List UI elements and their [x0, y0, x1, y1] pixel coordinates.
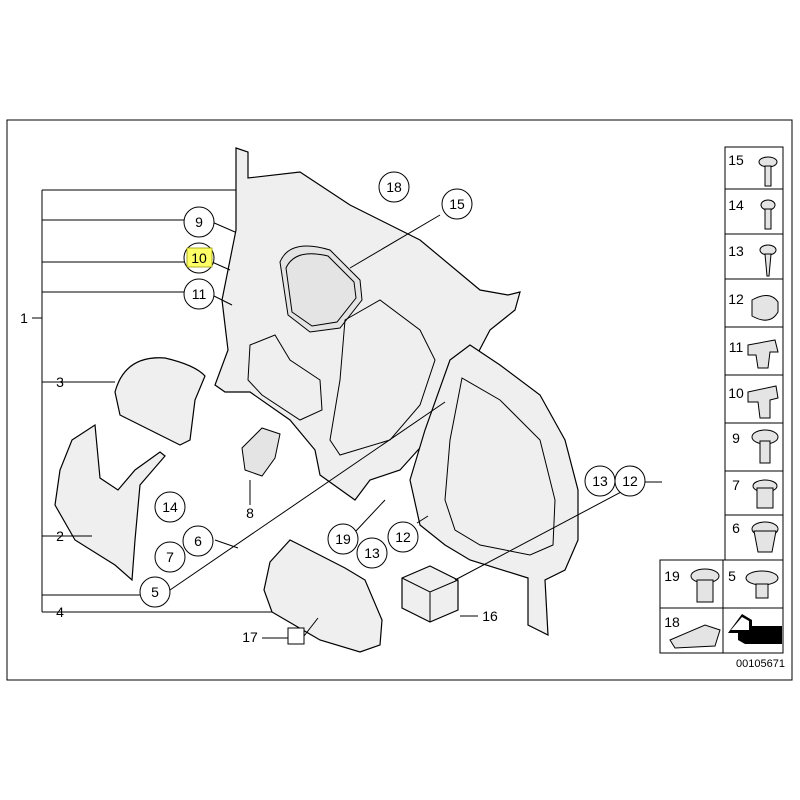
- callout-circles: [139, 171, 646, 608]
- sidebar-item: 19: [664, 568, 680, 584]
- sidebar-item: 6: [732, 520, 740, 536]
- sidebar-item: 5: [728, 568, 736, 584]
- sidebar-parts-panel: [659, 146, 784, 654]
- sidebar-pad-18: [669, 624, 721, 649]
- sidebar-screw-13: [759, 244, 777, 277]
- callout-12a: 12: [395, 529, 411, 545]
- callout-13b: 13: [592, 473, 608, 489]
- leader-lines: [32, 189, 662, 639]
- sidebar-item: 15: [728, 152, 744, 168]
- panel-2: [54, 423, 166, 582]
- sidebar-screw-15: [758, 156, 778, 187]
- callout-19: 19: [335, 531, 351, 547]
- sidebar-rivet-9: [751, 429, 779, 464]
- sidebar-item: 13: [728, 243, 744, 259]
- sidebar-sleeve-7: [752, 479, 778, 509]
- callout-10: 10: [191, 250, 207, 266]
- callout-7: 7: [166, 549, 174, 565]
- sidebar-screw-14: [760, 199, 776, 230]
- callout-1: 1: [20, 310, 28, 326]
- label-17: [287, 627, 305, 645]
- sidebar-plug-12: [751, 295, 779, 321]
- diagram-frame: [6, 119, 793, 681]
- lid-4: [263, 539, 383, 653]
- sidebar-item: 7: [732, 477, 740, 493]
- callout-2: 2: [56, 528, 64, 544]
- sidebar-plug-5: [745, 570, 779, 599]
- arrow-icon: [728, 614, 782, 644]
- sidebar-item: 11: [729, 339, 744, 355]
- callout-16: 16: [482, 608, 498, 624]
- callout-12b: 12: [622, 473, 638, 489]
- sidebar-item: 10: [728, 385, 744, 401]
- callout-8: 8: [246, 505, 254, 521]
- callout-6: 6: [194, 533, 202, 549]
- callout-3: 3: [56, 374, 64, 390]
- callout-9: 9: [195, 214, 203, 230]
- sidebar-plug-19: [690, 568, 720, 603]
- trim-panel-side: [409, 344, 579, 636]
- callout-14: 14: [162, 499, 178, 515]
- callout-15: 15: [449, 196, 465, 212]
- sidebar-item: 12: [728, 291, 744, 307]
- bracket-8: [241, 427, 281, 477]
- sidebar-clip-11: [747, 339, 779, 369]
- cover-3: [114, 357, 206, 446]
- callout-5: 5: [151, 584, 159, 600]
- callout-4: 4: [56, 604, 64, 620]
- catalog-number: 00105671: [736, 658, 785, 670]
- sidebar-item: 9: [732, 430, 740, 446]
- callout-17: 17: [242, 629, 258, 645]
- sidebar-item: 14: [728, 197, 744, 213]
- sidebar-numbers: 15 14 13 12 11 10 9 7 6 19 5 18: [664, 152, 744, 630]
- sidebar-clip-10: [747, 385, 779, 419]
- speaker-opening: [279, 245, 363, 333]
- first-aid-box: [401, 565, 459, 623]
- sidebar-clip-6: [751, 521, 779, 553]
- callout-labels: 1 2 3 4 5 6 7 8 9 10 11 14 12 12 13 13 1…: [20, 179, 638, 645]
- sidebar-item: 18: [664, 614, 680, 630]
- callout-13a: 13: [364, 545, 380, 561]
- callout-11: 11: [192, 286, 207, 302]
- callout-18: 18: [386, 179, 402, 195]
